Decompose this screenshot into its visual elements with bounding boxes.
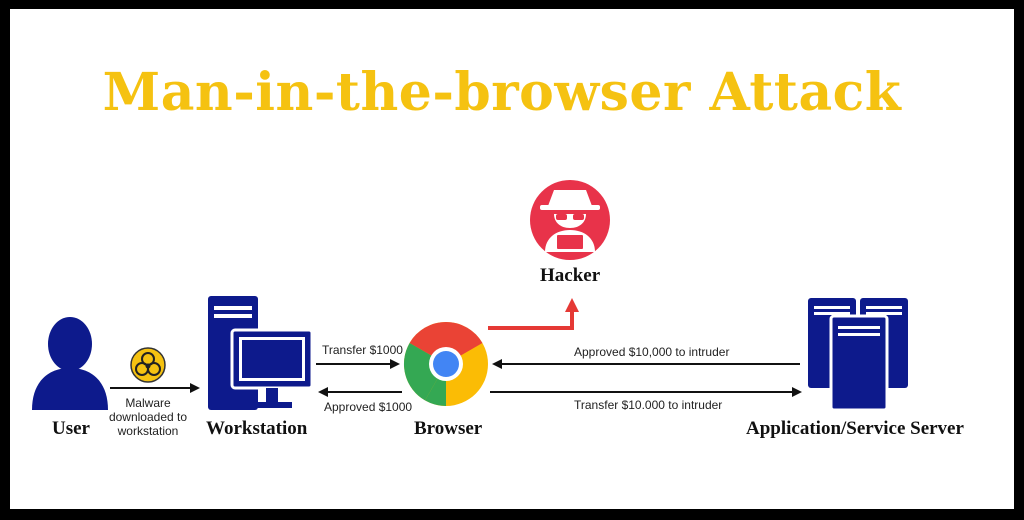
biohazard-icon <box>130 347 166 383</box>
edge-label-transfer-1000: Transfer $1000 <box>322 343 403 357</box>
edge-label-approved-10000: Approved $10,000 to intruder <box>574 345 730 359</box>
malware-line-2: downloaded to <box>108 410 188 424</box>
node-label-workstation: Workstation <box>206 418 308 439</box>
chrome-browser-icon <box>403 321 488 407</box>
node-label-hacker: Hacker <box>540 265 601 286</box>
node-label-user: User <box>52 418 90 439</box>
malware-line-3: workstation <box>117 424 179 438</box>
workstation-icon <box>208 296 314 410</box>
node-label-browser: Browser <box>414 418 483 439</box>
edge-label-approved-1000: Approved $1000 <box>324 400 413 414</box>
user-icon <box>32 317 108 410</box>
edge-label-transfer-10000: Transfer $10.000 to intruder <box>574 398 723 412</box>
malware-line-1: Malware <box>125 396 171 410</box>
hacker-icon <box>530 180 610 260</box>
diagram-frame <box>10 9 1014 509</box>
node-label-server: Application/Service Server <box>746 418 964 439</box>
attack-arrow-browser-to-hacker <box>488 298 579 330</box>
edge-label-malware: Malware downloaded to workstation <box>98 396 198 438</box>
diagram-title: Man-in-the-browser Attack <box>102 62 902 123</box>
server-icon <box>808 298 908 412</box>
